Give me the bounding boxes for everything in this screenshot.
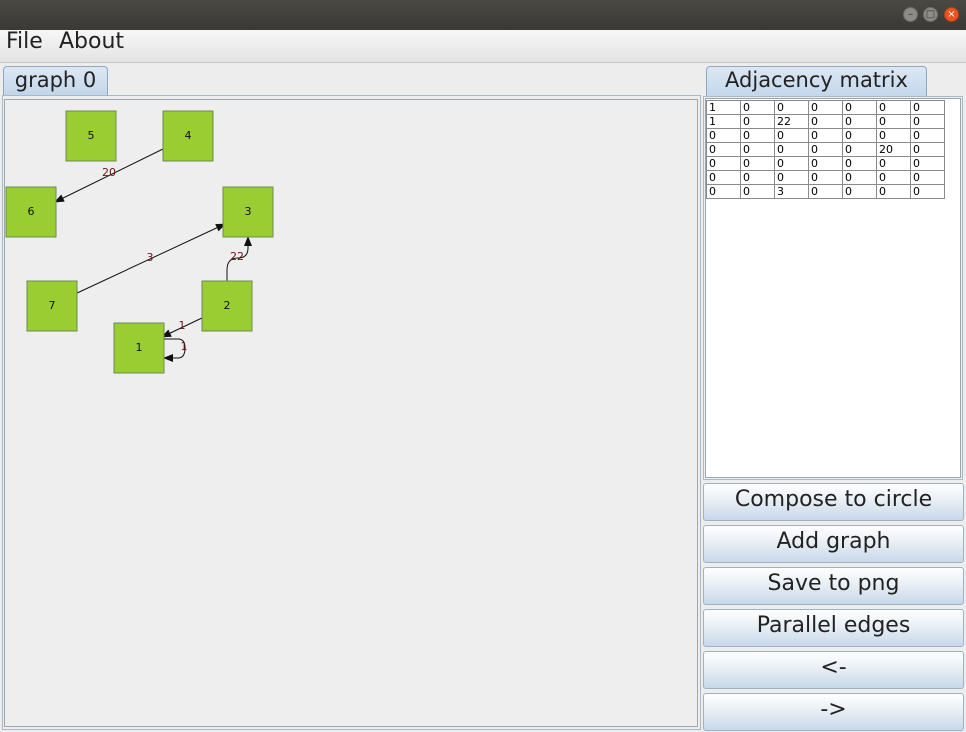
next-button[interactable]: -> <box>703 693 964 731</box>
matrix-cell[interactable]: 0 <box>842 100 877 115</box>
matrix-cell[interactable]: 0 <box>774 142 809 157</box>
matrix-cell[interactable]: 0 <box>910 114 945 129</box>
compose-to-circle-button[interactable]: Compose to circle <box>703 483 964 521</box>
matrix-cell[interactable]: 0 <box>876 114 911 129</box>
matrix-cell[interactable]: 0 <box>910 170 945 185</box>
matrix-cell[interactable]: 0 <box>876 184 911 199</box>
matrix-cell[interactable]: 0 <box>740 156 775 171</box>
matrix-cell[interactable]: 0 <box>910 184 945 199</box>
matrix-cell[interactable]: 0 <box>740 142 775 157</box>
menu-about[interactable]: About <box>59 29 125 54</box>
matrix-cell[interactable]: 0 <box>842 184 877 199</box>
matrix-cell[interactable]: 0 <box>706 156 741 171</box>
graph-edge[interactable] <box>74 223 226 295</box>
matrix-cell[interactable]: 0 <box>808 114 843 129</box>
matrix-cell[interactable]: 0 <box>842 142 877 157</box>
graph-node[interactable] <box>162 110 214 162</box>
graph-node[interactable] <box>26 280 78 332</box>
matrix-cell[interactable]: 0 <box>808 184 843 199</box>
parallel-edges-button[interactable]: Parallel edges <box>703 609 964 647</box>
node-label: 7 <box>49 299 56 312</box>
edge-weight-label: 20 <box>102 166 116 179</box>
node-label: 6 <box>28 205 35 218</box>
graph-edge[interactable] <box>161 316 205 338</box>
matrix-cell[interactable]: 0 <box>774 156 809 171</box>
matrix-cell[interactable]: 0 <box>842 170 877 185</box>
menu-file[interactable]: File <box>6 29 43 54</box>
matrix-cell[interactable]: 1 <box>706 114 741 129</box>
matrix-cell[interactable]: 0 <box>876 128 911 143</box>
matrix-cell[interactable]: 0 <box>774 170 809 185</box>
graph-node[interactable] <box>222 186 274 238</box>
matrix-cell[interactable]: 0 <box>774 100 809 115</box>
edge-weight-label: 3 <box>147 251 154 264</box>
save-to-png-button[interactable]: Save to png <box>703 567 964 605</box>
maximize-icon[interactable]: □ <box>923 7 938 22</box>
window-titlebar: – □ × <box>0 0 966 30</box>
node-label: 5 <box>88 129 95 142</box>
matrix-cell[interactable]: 0 <box>740 128 775 143</box>
matrix-cell[interactable]: 0 <box>910 100 945 115</box>
matrix-cell[interactable]: 0 <box>706 128 741 143</box>
matrix-cell[interactable]: 0 <box>740 184 775 199</box>
node-label: 4 <box>185 129 192 142</box>
matrix-cell[interactable]: 0 <box>808 142 843 157</box>
matrix-cell[interactable]: 0 <box>706 184 741 199</box>
graph-canvas[interactable]: 5 4 6 3 7 2 1 20 3 22 1 1 <box>4 99 698 727</box>
graph-edge[interactable] <box>226 236 252 281</box>
minimize-icon[interactable]: – <box>903 7 918 22</box>
close-icon[interactable]: × <box>944 7 959 22</box>
matrix-cell[interactable]: 0 <box>808 170 843 185</box>
matrix-cell[interactable]: 0 <box>910 142 945 157</box>
matrix-cell[interactable]: 22 <box>774 114 809 129</box>
graph-node[interactable] <box>201 280 253 332</box>
edge-weight-label: 1 <box>179 319 186 332</box>
matrix-cell[interactable]: 0 <box>740 114 775 129</box>
matrix-cell[interactable]: 0 <box>876 100 911 115</box>
matrix-cell[interactable]: 0 <box>842 114 877 129</box>
matrix-cell[interactable]: 0 <box>740 100 775 115</box>
edge-weight-label: 22 <box>230 250 244 263</box>
graph-node[interactable] <box>5 186 57 238</box>
matrix-cell[interactable]: 3 <box>774 184 809 199</box>
graph-node[interactable] <box>65 110 117 162</box>
matrix-cell[interactable]: 0 <box>808 128 843 143</box>
matrix-cell[interactable]: 0 <box>876 156 911 171</box>
matrix-cell[interactable]: 0 <box>842 128 877 143</box>
node-label: 1 <box>136 341 143 354</box>
matrix-cell[interactable]: 0 <box>876 170 911 185</box>
node-label: 3 <box>245 205 252 218</box>
matrix-cell[interactable]: 0 <box>774 128 809 143</box>
matrix-cell[interactable]: 0 <box>910 128 945 143</box>
matrix-cell[interactable]: 0 <box>910 156 945 171</box>
matrix-cell[interactable]: 0 <box>706 142 741 157</box>
tab-adjacency-matrix[interactable]: Adjacency matrix <box>706 66 927 98</box>
add-graph-button[interactable]: Add graph <box>703 525 964 563</box>
node-label: 2 <box>224 299 231 312</box>
matrix-cell[interactable]: 0 <box>740 170 775 185</box>
matrix-cell[interactable]: 0 <box>842 156 877 171</box>
matrix-cell[interactable]: 0 <box>808 100 843 115</box>
matrix-cell[interactable]: 0 <box>808 156 843 171</box>
matrix-cell[interactable]: 1 <box>706 100 741 115</box>
graph-edge[interactable] <box>54 147 166 203</box>
matrix-cell[interactable]: 20 <box>876 142 911 157</box>
menu-bar: File About <box>0 30 966 63</box>
edge-weight-label: 1 <box>181 340 188 353</box>
matrix-cell[interactable]: 0 <box>706 170 741 185</box>
graph-svg: 5 4 6 3 7 2 1 20 3 22 1 1 <box>5 110 274 374</box>
tab-graph-0[interactable]: graph 0 <box>3 66 108 95</box>
graph-node[interactable] <box>113 322 165 374</box>
graph-edge[interactable] <box>163 338 186 362</box>
previous-button[interactable]: <- <box>703 651 964 689</box>
